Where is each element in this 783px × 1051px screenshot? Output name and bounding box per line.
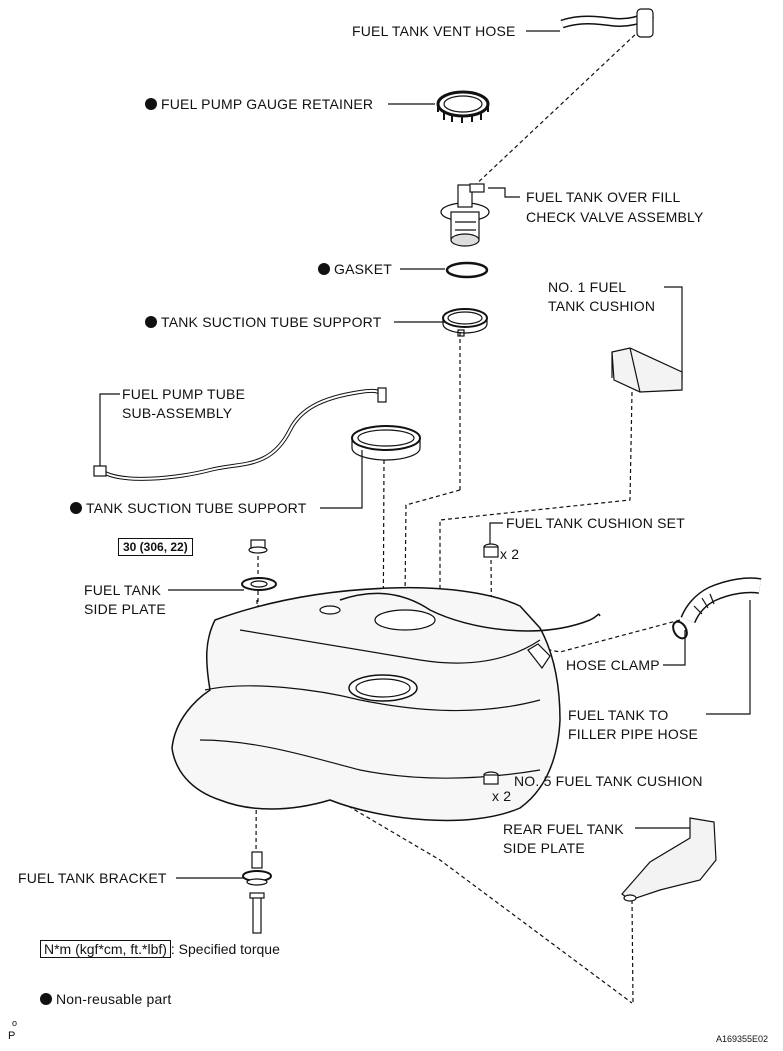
vent-hose	[560, 8, 655, 38]
non-reusable-dot-icon	[145, 316, 157, 328]
cushion-set-label: FUEL TANK CUSHION SET	[506, 515, 685, 531]
non-reusable-dot-icon	[145, 98, 157, 110]
gauge-retainer-label: FUEL PUMP GAUGE RETAINER	[145, 95, 373, 113]
check-valve	[440, 183, 490, 247]
bracket-label: FUEL TANK BRACKET	[18, 870, 167, 886]
torque-nut	[248, 539, 268, 554]
pump-tube	[93, 387, 387, 481]
torque-legend: N*m (kgf*cm, ft.*lbf): Specified torque	[40, 940, 280, 958]
filler-hose-label-2: FILLER PIPE HOSE	[568, 726, 699, 742]
fuel-tank-body	[171, 586, 601, 822]
rear-side-plate	[621, 817, 717, 902]
rear-plate-label-2: SIDE PLATE	[503, 840, 585, 856]
corner-mark-top: o	[12, 1018, 18, 1028]
non-reusable-dot-icon	[318, 263, 330, 275]
check-valve-label-2: CHECK VALVE ASSEMBLY	[526, 209, 704, 225]
non-reusable-legend: Non-reusable part	[40, 990, 171, 1008]
vent-hose-label: FUEL TANK VENT HOSE	[352, 23, 516, 39]
torque-spec-badge: 30 (306, 22)	[118, 538, 193, 556]
side-plate-label-2: SIDE PLATE	[84, 601, 166, 617]
no5-cushion	[483, 771, 499, 785]
pump-tube-label-1: FUEL PUMP TUBE	[122, 386, 246, 402]
no1-cushion	[611, 347, 683, 393]
rear-plate-label-1: REAR FUEL TANK	[503, 821, 624, 837]
cushion5-label: NO. 5 FUEL TANK CUSHION	[514, 773, 703, 789]
cushion1-label-2: TANK CUSHION	[548, 298, 656, 314]
suction-support-lower-label: TANK SUCTION TUBE SUPPORT	[70, 499, 306, 517]
cushion1-label-1: NO. 1 FUEL	[548, 279, 627, 295]
lower-suction-support	[351, 425, 421, 461]
cushion-set-grommet	[483, 543, 499, 558]
side-plate-label-1: FUEL TANK	[84, 582, 162, 598]
suction-support-upper-label: TANK SUCTION TUBE SUPPORT	[145, 313, 381, 331]
pump-tube-label-2: SUB-ASSEMBLY	[122, 405, 233, 421]
hose-clamp-label: HOSE CLAMP	[566, 657, 660, 673]
gauge-retainer	[436, 90, 490, 123]
upper-suction-support	[442, 308, 488, 337]
hose-clamp-part	[672, 620, 688, 640]
side-plate-washer	[241, 577, 277, 591]
non-reusable-dot-icon	[40, 993, 52, 1005]
non-reusable-dot-icon	[70, 502, 82, 514]
torque-legend-unit: N*m (kgf*cm, ft.*lbf)	[40, 940, 171, 958]
cushion5-qty: x 2	[492, 788, 512, 804]
gasket-ring	[445, 261, 489, 279]
filler-hose-label-1: FUEL TANK TO	[568, 707, 669, 723]
tank-bracket-part	[242, 851, 272, 934]
figure-code: A169355E02	[716, 1034, 769, 1044]
corner-mark-bottom: P	[8, 1030, 16, 1042]
check-valve-label-1: FUEL TANK OVER FILL	[526, 189, 681, 205]
cushion-set-qty: x 2	[500, 546, 520, 562]
torque-legend-text: : Specified torque	[170, 941, 280, 957]
gasket-label: GASKET	[318, 260, 392, 278]
filler-pipe-hose	[680, 577, 762, 624]
